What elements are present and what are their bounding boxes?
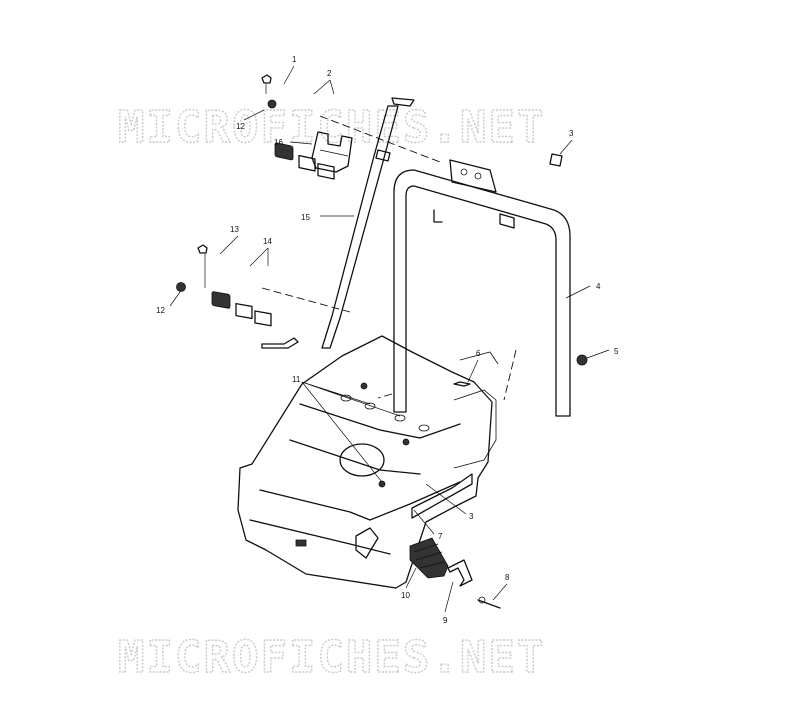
main-chassis — [237, 335, 499, 589]
lower-clamp-group — [176, 244, 351, 327]
upper-frame — [377, 153, 588, 417]
callout-7: 7 — [438, 532, 443, 541]
rubber-bumper-10 — [409, 537, 449, 579]
callout-14: 14 — [263, 237, 272, 246]
leader-lines — [169, 65, 610, 613]
steering-post — [261, 97, 415, 349]
callout-4: 4 — [596, 282, 601, 291]
callout-6: 6 — [476, 349, 481, 358]
callout-9: 9 — [443, 616, 448, 625]
callout-16: 16 — [274, 138, 283, 147]
callout-5: 5 — [614, 347, 619, 356]
callout-1: 1 — [292, 55, 297, 64]
callout-10: 10 — [401, 591, 410, 600]
callout-3-upper: 3 — [569, 129, 574, 138]
callout-2: 2 — [327, 69, 332, 78]
callout-12-upper: 12 — [236, 122, 245, 131]
callout-11: 11 — [292, 375, 301, 384]
callout-13: 13 — [230, 225, 239, 234]
callout-12-lower: 12 — [156, 306, 165, 315]
watermark-bottom: MICROFICHES.NET — [118, 632, 545, 683]
callout-numbers: 1 2 12 16 3 15 13 14 4 12 5 6 11 3 7 8 1… — [156, 55, 619, 625]
bracket-16 — [311, 131, 353, 173]
callout-8: 8 — [505, 573, 510, 582]
clip-9 — [447, 559, 473, 587]
pin-8 — [477, 596, 501, 609]
callout-3-lower: 3 — [469, 512, 474, 521]
callout-15: 15 — [301, 213, 310, 222]
bolt-6 — [453, 381, 471, 387]
watermark-top: MICROFICHES.NET — [118, 102, 545, 153]
